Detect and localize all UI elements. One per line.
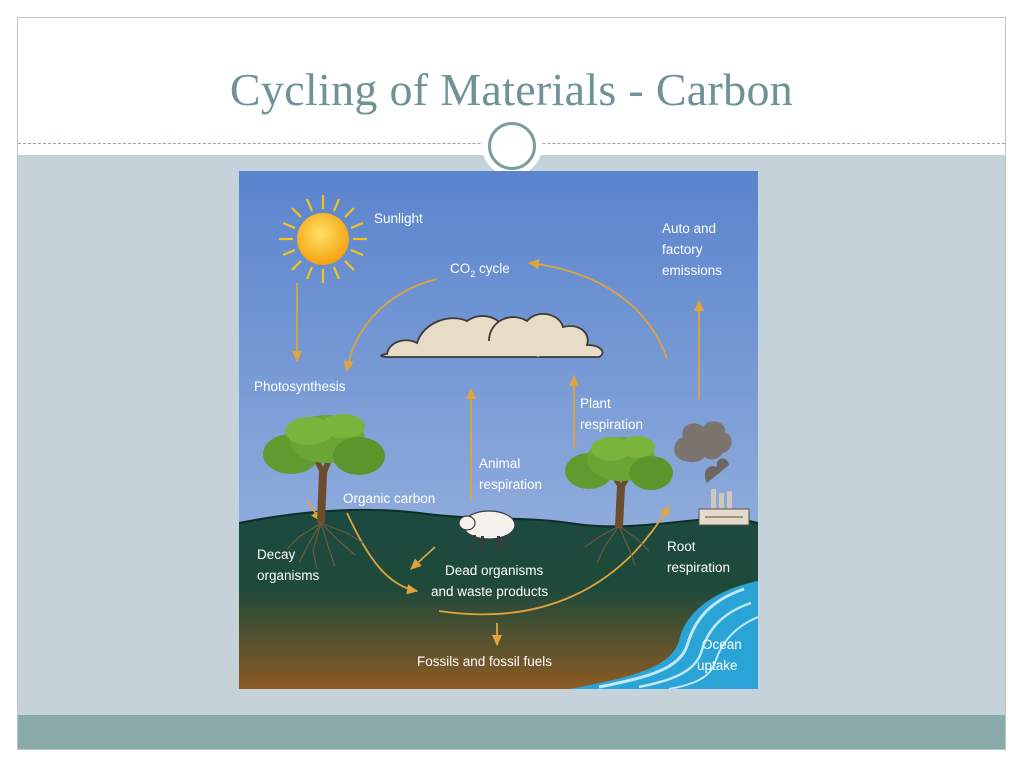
- label-auto-line3: emissions: [662, 263, 722, 278]
- title-area: Cycling of Materials - Carbon: [17, 17, 1006, 143]
- arrow-organic-to-dead: [346, 512, 419, 595]
- label-root-resp-line2: respiration: [667, 560, 730, 575]
- label-auto-line2: factory: [662, 242, 703, 257]
- label-co2-prefix: CO: [450, 261, 470, 276]
- factory-icon: [674, 421, 750, 526]
- slide-title: Cycling of Materials - Carbon: [229, 64, 794, 115]
- sun-icon: [279, 195, 367, 283]
- label-co2-cycle: CO2 cycle: [450, 261, 510, 279]
- ocean: [569, 581, 758, 689]
- label-auto-line1: Auto and: [662, 221, 716, 236]
- divider-ornament-ring: [488, 122, 536, 170]
- label-organic-carbon: Organic carbon: [343, 491, 435, 506]
- label-ocean-line2: uptake: [697, 658, 738, 673]
- cycle-arrows: [291, 259, 705, 647]
- label-sunlight: Sunlight: [374, 211, 423, 226]
- arrow-animal-to-dead: [410, 546, 436, 570]
- divider-ornament: [482, 116, 542, 176]
- label-plant-resp-line1: Plant: [580, 396, 611, 411]
- label-animal-resp-line2: respiration: [479, 477, 542, 492]
- carbon-cycle-svg: Sunlight CO2 cycle Auto and factory emis…: [239, 171, 758, 689]
- label-photosynthesis: Photosynthesis: [254, 379, 346, 394]
- right-tree-icon: [565, 436, 673, 566]
- footer-bar: [18, 715, 1005, 749]
- carbon-cycle-diagram: Sunlight CO2 cycle Auto and factory emis…: [239, 171, 758, 689]
- label-decay-line2: organisms: [257, 568, 320, 583]
- arrow-emissions-to-co2: [527, 259, 668, 360]
- label-decay-line1: Decay: [257, 547, 296, 562]
- label-ocean-line1: Ocean: [702, 637, 742, 652]
- label-dead-line1: Dead organisms: [445, 563, 544, 578]
- left-tree-icon: [263, 414, 385, 570]
- label-animal-resp-line1: Animal: [479, 456, 520, 471]
- cloud-icon: [380, 313, 604, 358]
- sheep-icon: [458, 510, 516, 550]
- arrow-dead-to-root: [438, 504, 670, 616]
- label-co2-suffix: cycle: [475, 261, 510, 276]
- label-dead-line2: and waste products: [431, 584, 548, 599]
- label-co2-sub: 2: [470, 269, 475, 279]
- arrow-co2-to-photosynthesis: [343, 278, 438, 373]
- label-fossils: Fossils and fossil fuels: [417, 654, 552, 669]
- label-plant-resp-line2: respiration: [580, 417, 643, 432]
- label-root-resp-line1: Root: [667, 539, 696, 554]
